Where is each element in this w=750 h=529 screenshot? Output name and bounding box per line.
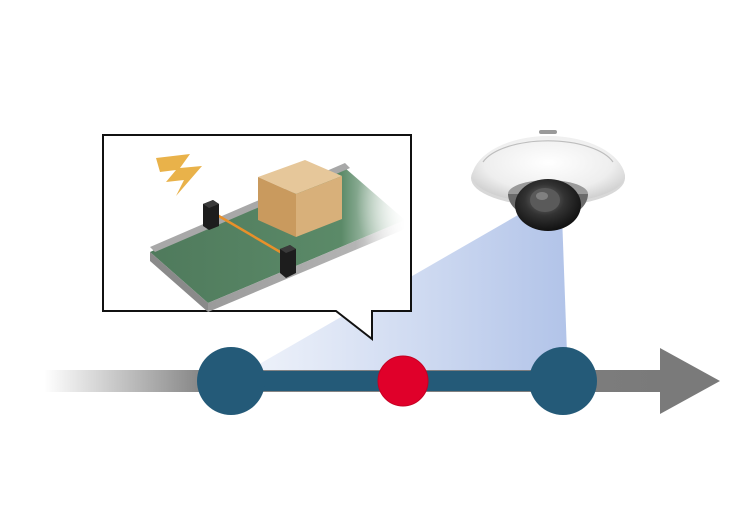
sensor-trigger-callout [102,134,412,342]
event-node [377,355,429,407]
start-node [197,347,265,415]
end-node [529,347,597,415]
photo-sensor-icon [203,200,219,230]
photo-sensor-icon [280,245,296,278]
lightning-icon [156,154,202,196]
dome-camera-icon [471,130,625,231]
arrow-head-icon [660,348,720,414]
sensor-beam [211,210,288,258]
box-icon [258,150,410,260]
